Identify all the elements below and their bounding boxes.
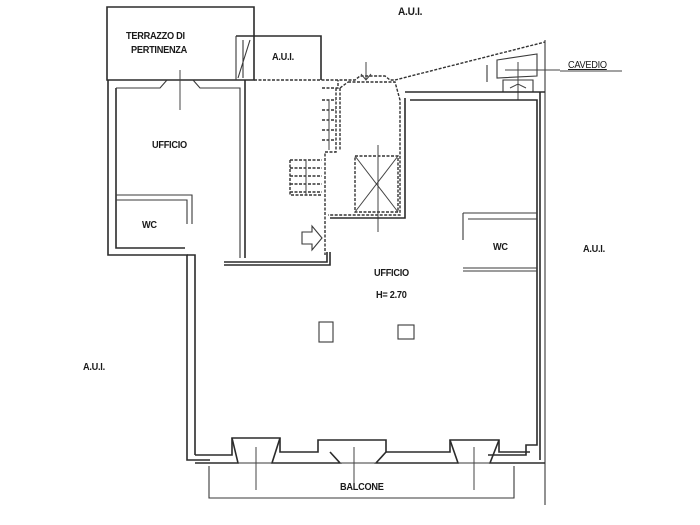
label-cavedio: CAVEDIO [568, 60, 607, 71]
lift-shaft [328, 62, 401, 232]
aui-small-box [235, 35, 322, 80]
bottom-wall-windows [195, 437, 545, 490]
label-aui-left: A.U.I. [83, 362, 105, 373]
label-balcone: BALCONE [340, 482, 384, 493]
label-aui-right: A.U.I. [583, 244, 605, 255]
wc-right-walls [462, 212, 537, 272]
label-ufficio-small: UFFICIO [152, 140, 187, 151]
label-terrazzo-line2: PERTINENZA [131, 45, 188, 56]
label-terrazzo-line1: TERRAZZO DI [126, 31, 185, 42]
left-wing-walls [107, 70, 246, 461]
columns [318, 321, 415, 343]
label-height: H= 2.70 [376, 290, 407, 301]
terrazzo-outline [106, 6, 255, 81]
label-aui-small: A.U.I. [272, 52, 294, 63]
label-ufficio-main: UFFICIO [374, 268, 409, 279]
label-wc-left: WC [142, 220, 157, 231]
label-wc-right: WC [493, 242, 508, 253]
label-aui-top: A.U.I. [398, 6, 423, 18]
entrance-arrow-icon [301, 224, 323, 252]
staircase [289, 99, 336, 196]
main-office-walls [330, 91, 545, 460]
dashed-top-boundary [254, 40, 546, 505]
balcony-outline [208, 466, 515, 499]
